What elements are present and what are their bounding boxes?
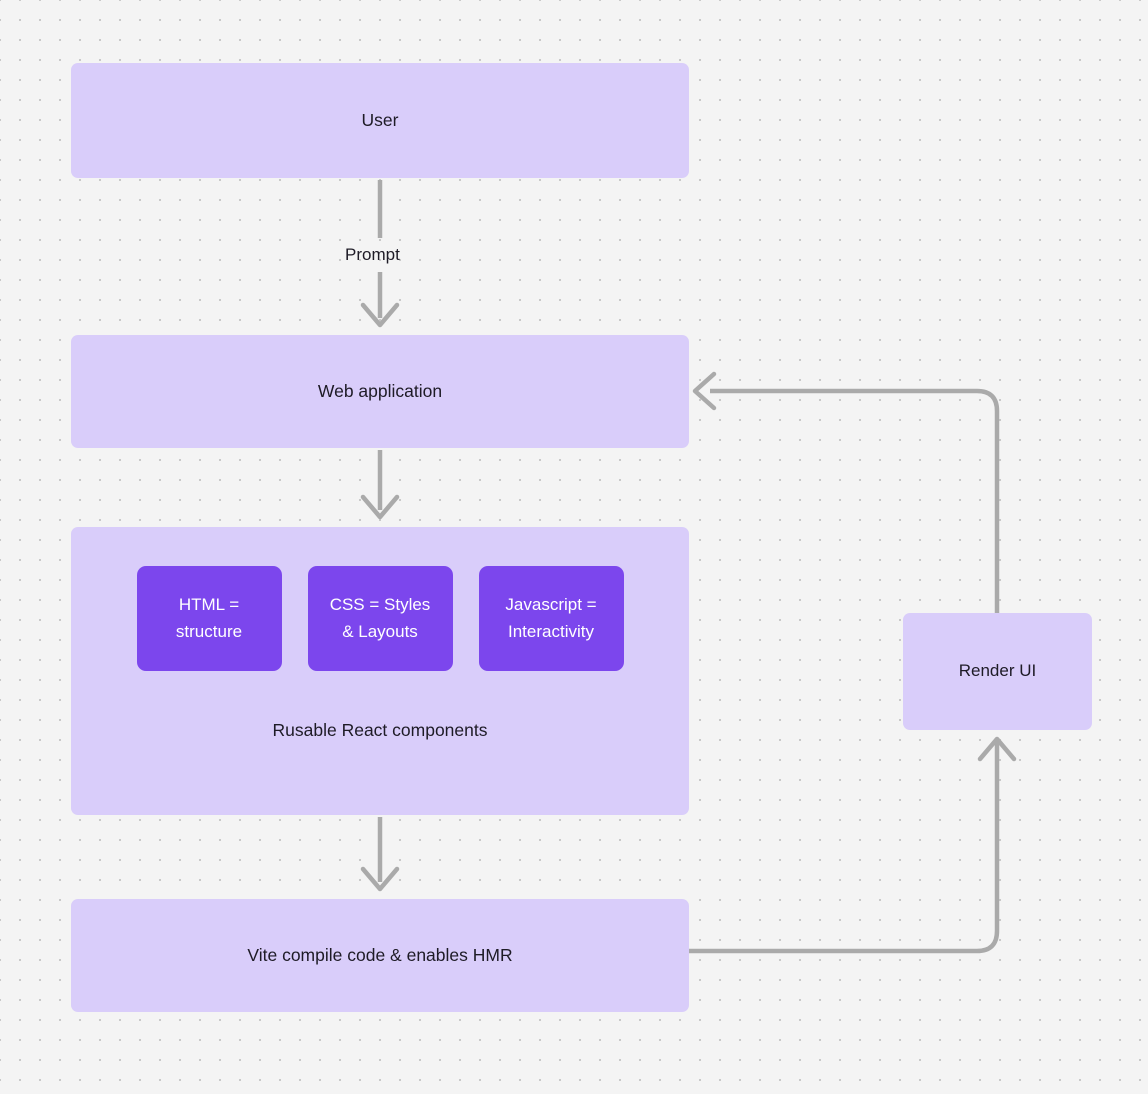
- node-react-components[interactable]: HTML = structure CSS = Styles & Layouts …: [71, 527, 689, 815]
- node-user-label: User: [361, 109, 399, 130]
- arrowhead-webapp: [360, 302, 400, 328]
- chip-javascript-label: Javascript = Interactivity: [505, 595, 597, 641]
- edge-render-webapp: [710, 388, 1000, 613]
- chip-css-label: CSS = Styles & Layouts: [329, 595, 431, 641]
- chip-row: HTML = structure CSS = Styles & Layouts …: [71, 566, 689, 671]
- node-vite[interactable]: Vite compile code & enables HMR: [71, 899, 689, 1012]
- chip-html[interactable]: HTML = structure: [136, 566, 282, 671]
- node-render-ui[interactable]: Render UI: [903, 613, 1092, 730]
- edge-label-prompt: Prompt: [345, 245, 400, 264]
- arrowhead-components: [360, 494, 400, 520]
- edge-vite-render: [689, 742, 1000, 954]
- chip-javascript[interactable]: Javascript = Interactivity: [478, 566, 624, 671]
- arrowhead-render: [977, 736, 1017, 762]
- chip-css[interactable]: CSS = Styles & Layouts: [307, 566, 453, 671]
- node-vite-label: Vite compile code & enables HMR: [247, 944, 513, 965]
- node-web-application[interactable]: Web application: [71, 335, 689, 448]
- node-user[interactable]: User: [71, 63, 689, 178]
- node-web-application-label: Web application: [317, 380, 443, 401]
- arrowhead-vite: [360, 866, 400, 892]
- chip-html-label: HTML = structure: [175, 595, 243, 641]
- arrowhead-webapp-loop: [692, 371, 717, 411]
- react-components-caption: Rusable React components: [272, 720, 488, 740]
- node-render-ui-label: Render UI: [958, 661, 1037, 681]
